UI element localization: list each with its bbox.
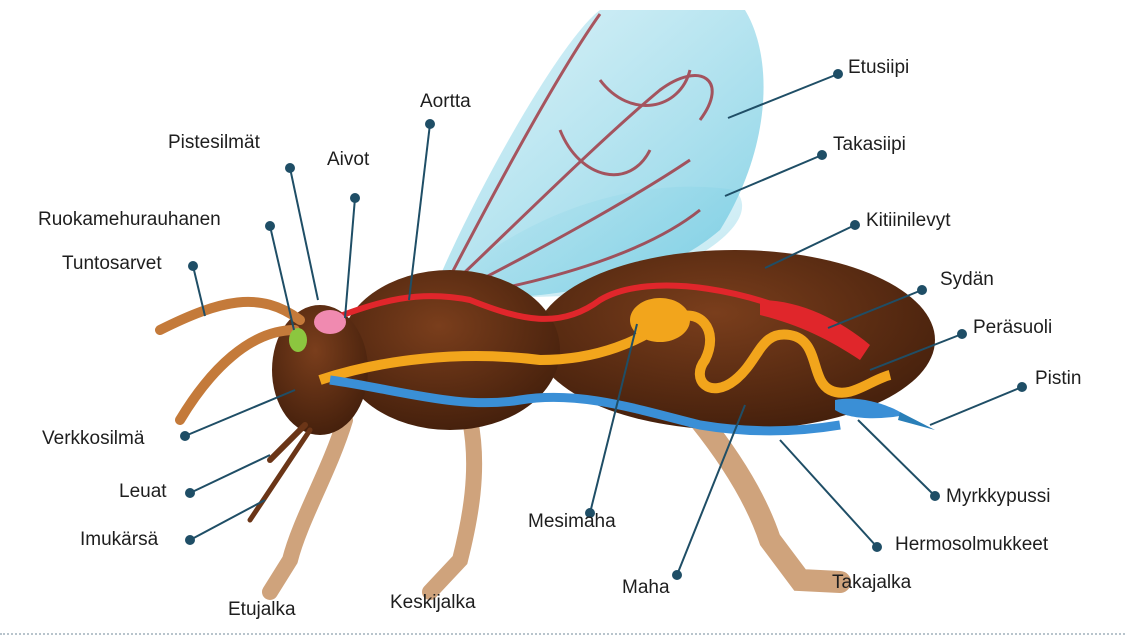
bottom-divider [0, 633, 1125, 635]
label-aortta: Aortta [420, 92, 471, 111]
thorax [340, 270, 560, 430]
label-aivot: Aivot [327, 150, 369, 169]
label-maha: Maha [622, 578, 670, 597]
stinger [898, 412, 935, 430]
label-tuntosarvet: Tuntosarvet [62, 254, 162, 273]
venom-sac [835, 399, 905, 419]
label-myrkkypussi: Myrkkypussi [946, 487, 1051, 506]
label-keskijalka: Keskijalka [390, 593, 476, 612]
label-hermosolmukkeet: Hermosolmukkeet [895, 535, 1048, 554]
label-verkkosilma: Verkkosilmä [42, 429, 144, 448]
label-etusiipi: Etusiipi [848, 58, 909, 77]
label-takajalka: Takajalka [832, 573, 911, 592]
middle-leg [430, 420, 474, 592]
mouthparts [250, 425, 310, 520]
label-mesimaha: Mesimaha [528, 512, 616, 531]
legs [270, 420, 840, 592]
label-ruokamehurauhanen: Ruokamehurauhanen [38, 210, 221, 229]
label-sydan: Sydän [940, 270, 994, 289]
label-takasiipi: Takasiipi [833, 135, 906, 154]
label-pistin: Pistin [1035, 369, 1081, 388]
label-kitiinilevyt: Kitiinilevyt [866, 211, 950, 230]
label-etujalka: Etujalka [228, 600, 296, 619]
compound-eye [289, 328, 307, 352]
label-leuat: Leuat [119, 482, 167, 501]
honey-stomach [630, 298, 690, 342]
label-imukarsa: Imukärsä [80, 530, 158, 549]
label-pistesilmat: Pistesilmät [168, 133, 260, 152]
hind-leg [700, 420, 840, 582]
brain [314, 310, 346, 334]
label-perasuoli: Peräsuoli [973, 318, 1052, 337]
